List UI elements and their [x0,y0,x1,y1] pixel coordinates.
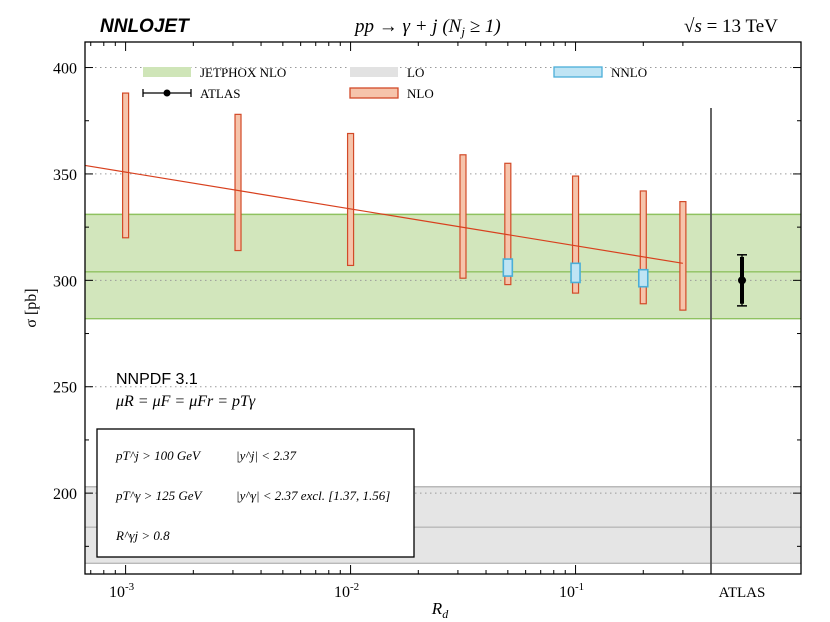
x-tick-exponent: -2 [350,581,359,593]
energy-label: √s = 13 TeV [684,16,778,37]
atlas-tick-label: ATLAS [719,585,766,601]
legend-swatch [143,67,191,77]
x-axis-title: Rd [431,599,449,621]
nlo-fit-line [84,164,683,264]
legend-label: JETPHOX NLO [200,65,286,80]
nnlo-box [637,268,649,288]
legend-label: ATLAS [200,86,240,101]
y-tick-label: 300 [53,273,77,290]
nnlo-box [570,262,581,284]
cut-ptj: pT^j > 100 GeV [115,448,202,463]
y-tick-label: 400 [53,61,77,78]
nlo-box [679,201,687,311]
y-tick-label: 250 [53,380,77,397]
x-tick-label: 10-3 [109,581,135,601]
cuts-box [96,428,415,558]
energy-value: = 13 TeV [702,16,778,37]
y-tick-label: 200 [53,486,77,503]
scale-label: μR = μF = μFr = pTγ [115,393,256,410]
nlo-box [234,113,242,252]
nlo-box [121,92,130,239]
nlo-box [571,175,580,294]
cut-ygamma: |y^γ| < 2.37 excl. [1.37, 1.56] [236,488,390,503]
atlas-point [738,276,746,285]
process-text: pp → γ + j (N [353,16,463,37]
x-tick-base: 10 [559,584,575,601]
energy-s: s [694,16,701,37]
energy-sqrt: √ [684,16,695,37]
y-tick-label: 350 [53,167,77,184]
x-tick-base: 10 [109,584,125,601]
plot-frame [84,41,802,575]
nlo-box [639,190,647,305]
y-axis-title: σ [pb] [23,288,40,327]
nlo-box [504,162,512,286]
cut-rgammaj: R^γj > 0.8 [115,528,170,543]
nlo-box [346,132,355,267]
legend-swatch-point [163,89,171,97]
legend: JETPHOX NLO LO NNLO ATLAS NLO [142,65,647,101]
x-tick-label: 10-2 [334,581,359,601]
x-tick-base: 10 [334,584,350,601]
nlo-box [459,154,467,279]
legend-swatch [350,67,398,77]
x-tick-label: 10-1 [559,581,584,601]
process-label: pp → γ + j (Nj ≥ 1) [353,16,501,39]
jetphox-band-fill [85,214,801,319]
cut-ptgamma: pT^γ > 125 GeV [115,488,204,503]
legend-swatch [349,87,399,99]
brand-label: NNLOJET [100,16,190,37]
legend-swatch [553,66,603,78]
x-tick-exponent: -1 [575,581,584,593]
process-subscript: j [459,24,465,39]
marks-layer [84,92,747,574]
x-axis-title-sub: d [442,607,449,621]
legend-label: NNLO [611,65,647,80]
x-tick-exponent: -3 [125,581,135,593]
pdf-label: NNPDF 3.1 [116,371,198,388]
legend-label: LO [407,65,424,80]
process-tail: ≥ 1) [465,16,501,37]
nnlo-box [502,258,514,277]
x-axis-title-base: R [431,599,443,618]
cut-yj: |y^j| < 2.37 [236,448,297,463]
legend-label: NLO [407,86,434,101]
